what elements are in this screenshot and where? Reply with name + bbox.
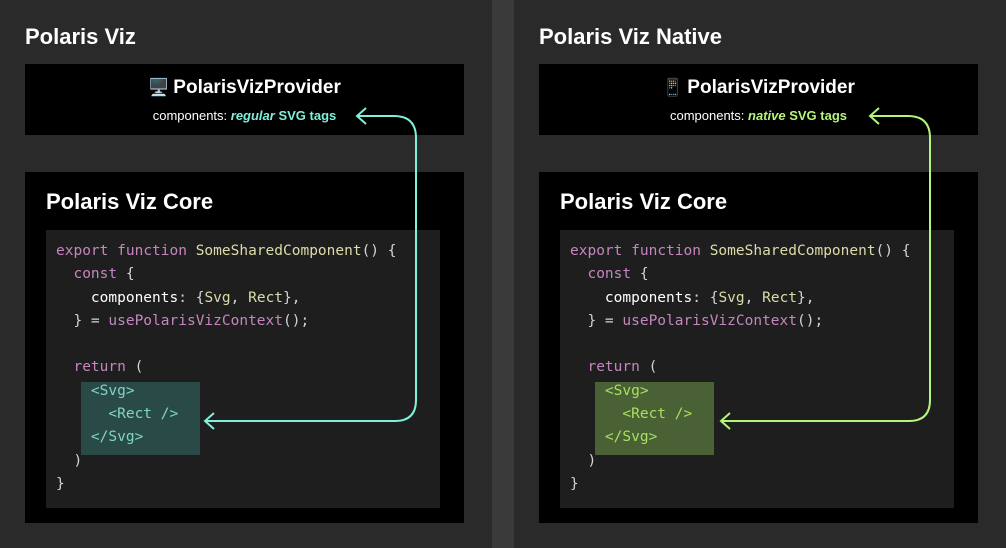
code-token: const: [587, 266, 632, 283]
subtitle-prefix: components:: [669, 108, 749, 123]
code-token: }: [56, 475, 65, 492]
panel-title: Polaris Viz: [25, 24, 136, 49]
subtitle-emphasis: regular: [230, 108, 275, 123]
jsx-highlight: [81, 382, 200, 455]
code-token: <Rect />: [622, 406, 693, 423]
code-token: components: [604, 289, 693, 306]
provider-title: 🖥️PolarisVizProvider: [25, 77, 464, 99]
code-token: usePolarisVizContext: [622, 312, 797, 329]
subtitle-suffix: SVG tags: [274, 108, 337, 123]
subtitle-suffix: SVG tags: [785, 108, 848, 123]
panel-title: Polaris Viz Native: [539, 24, 723, 49]
core-box: Polaris Viz Core export function SomeSha…: [25, 172, 464, 523]
core-title: Polaris Viz Core: [560, 189, 728, 214]
code-token: ): [73, 452, 83, 469]
code-token: ,: [744, 289, 763, 306]
code-token: Rect: [762, 289, 798, 306]
provider-title: 📱PolarisVizProvider: [539, 77, 978, 99]
code-token: const: [73, 266, 118, 283]
code-token: },: [797, 289, 815, 306]
code-token: SomeSharedComponent: [709, 243, 876, 259]
provider-subtitle: components: native SVG tags: [539, 108, 978, 123]
code-token: ,: [230, 289, 249, 306]
code-token: () {: [875, 243, 911, 259]
provider-subtitle: components: regular SVG tags: [25, 108, 464, 123]
code-token: } =: [587, 312, 623, 329]
provider-box: 📱PolarisVizProvider components: native S…: [539, 64, 978, 135]
code-token: : {: [178, 289, 205, 306]
code-token: components: [90, 289, 179, 306]
code-text: export function SomeSharedComponent() { …: [570, 240, 911, 496]
code-token: function: [631, 243, 701, 259]
provider-box: 🖥️PolarisVizProvider components: regular…: [25, 64, 464, 135]
code-text: export function SomeSharedComponent() { …: [56, 240, 397, 496]
code-token: : {: [692, 289, 719, 306]
code-token: },: [283, 289, 301, 306]
desktop-computer-icon: 🖥️: [148, 78, 170, 97]
code-token: return: [587, 359, 640, 376]
code-token: </Svg>: [604, 429, 658, 446]
code-token: () {: [361, 243, 397, 259]
right-panel: Polaris Viz Native 📱PolarisVizProvider c…: [514, 0, 1006, 548]
core-box: Polaris Viz Core export function SomeSha…: [539, 172, 978, 523]
subtitle-prefix: components:: [152, 108, 231, 123]
code-token: export: [56, 243, 109, 259]
code-token: </Svg>: [90, 429, 144, 446]
subtitle-emphasis: native: [748, 108, 786, 123]
provider-name: PolarisVizProvider: [173, 77, 341, 98]
code-block: export function SomeSharedComponent() { …: [46, 230, 440, 508]
mobile-phone-icon: 📱: [662, 78, 684, 97]
code-token: {: [631, 266, 649, 283]
code-token: <Svg>: [604, 382, 649, 399]
code-token: (: [639, 359, 658, 376]
code-token: } =: [73, 312, 109, 329]
jsx-highlight: [595, 382, 714, 455]
code-block: export function SomeSharedComponent() { …: [560, 230, 954, 508]
code-token: }: [570, 475, 579, 492]
code-token: ();: [797, 312, 824, 329]
code-token: ();: [283, 312, 310, 329]
code-token: usePolarisVizContext: [108, 312, 283, 329]
code-token: Rect: [248, 289, 284, 306]
core-title: Polaris Viz Core: [46, 189, 214, 214]
left-panel: Polaris Viz 🖥️PolarisVizProvider compone…: [0, 0, 492, 548]
provider-name: PolarisVizProvider: [687, 77, 855, 98]
code-token: <Rect />: [108, 406, 179, 423]
code-token: export: [570, 243, 623, 259]
code-token: Svg: [204, 289, 231, 306]
code-token: Svg: [718, 289, 745, 306]
code-token: SomeSharedComponent: [195, 243, 362, 259]
panel-divider: [492, 0, 514, 548]
code-token: (: [125, 359, 144, 376]
code-token: ): [587, 452, 597, 469]
code-token: <Svg>: [90, 382, 135, 399]
code-token: {: [117, 266, 135, 283]
code-token: function: [117, 243, 187, 259]
code-token: return: [73, 359, 126, 376]
